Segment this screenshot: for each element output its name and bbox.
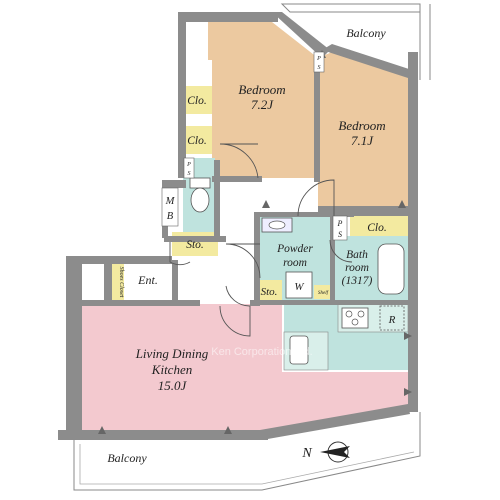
washer-icon: [285, 271, 313, 299]
svg-text:P: P: [337, 219, 343, 228]
ldk-size: 15.0J: [158, 378, 188, 393]
bathtub-icon: [377, 243, 405, 295]
balcony-bottom-label: Balcony: [107, 451, 147, 465]
balcony-top-rail: [280, 3, 431, 80]
svg-text:B: B: [167, 211, 174, 222]
compass-icon: N: [301, 441, 350, 463]
entrance-label: Ent.: [137, 273, 158, 287]
refrigerator-label: R: [388, 314, 396, 326]
bath-line2: room: [345, 262, 369, 274]
stove-icon: [341, 307, 369, 329]
ps-center: P S: [332, 215, 348, 241]
sink-icon: [289, 335, 309, 365]
ldk-line2: Kitchen: [151, 362, 192, 377]
washer-label: W: [294, 281, 304, 293]
bedroom-b-name: Bedroom: [338, 118, 385, 133]
ldk-line1: Living Dining: [135, 346, 209, 361]
shoes-closet: [110, 262, 124, 302]
compass-letter: N: [301, 446, 312, 461]
ps-left: P S: [183, 157, 195, 179]
clo-lower-label: Clo.: [187, 135, 207, 147]
doors: [169, 143, 353, 337]
svg-text:M: M: [165, 196, 176, 207]
bedroom-a-size: 7.2J: [251, 97, 274, 112]
clo-upper: [182, 86, 212, 114]
clo-right-label: Clo.: [367, 222, 387, 234]
fridge-space: [379, 305, 405, 331]
mb-box: M B: [161, 187, 179, 227]
sto-left-label: Sto.: [186, 239, 204, 251]
svg-text:P: P: [316, 56, 321, 62]
shelf-label: Shelf: [318, 291, 329, 296]
bedroom-a-name: Bedroom: [238, 82, 285, 97]
watermark: Ken Corporation Ltd.: [211, 346, 313, 358]
powder-line2: room: [283, 257, 307, 269]
bath-size: (1317): [342, 275, 373, 287]
bedroom-b-size: 7.1J: [351, 133, 374, 148]
svg-text:S: S: [338, 230, 342, 239]
clo-upper-label: Clo.: [187, 95, 207, 107]
balcony-top-label: Balcony: [346, 26, 386, 40]
svg-text:S: S: [188, 171, 191, 177]
toilet-icon: [189, 177, 211, 213]
bedroom-b-floor: [318, 52, 408, 208]
clo-lower: [182, 126, 212, 154]
balcony-bottom-rail: [73, 412, 421, 491]
shoes-closet-label: Shoes Closet: [118, 267, 124, 298]
svg-text:P: P: [186, 162, 191, 168]
clo-right: [350, 216, 408, 236]
svg-text:S: S: [318, 65, 321, 71]
basin-icon: [261, 217, 293, 233]
ldk-floor: [82, 304, 408, 432]
sto-center: [256, 280, 282, 302]
bedroom-a-floor: [208, 22, 318, 178]
shelf: [314, 285, 332, 299]
powder-line1: Powder: [276, 243, 313, 255]
sto-center-label: Sto.: [261, 286, 278, 298]
ps-top: P S: [313, 51, 325, 73]
bath-line1: Bath: [346, 249, 368, 261]
